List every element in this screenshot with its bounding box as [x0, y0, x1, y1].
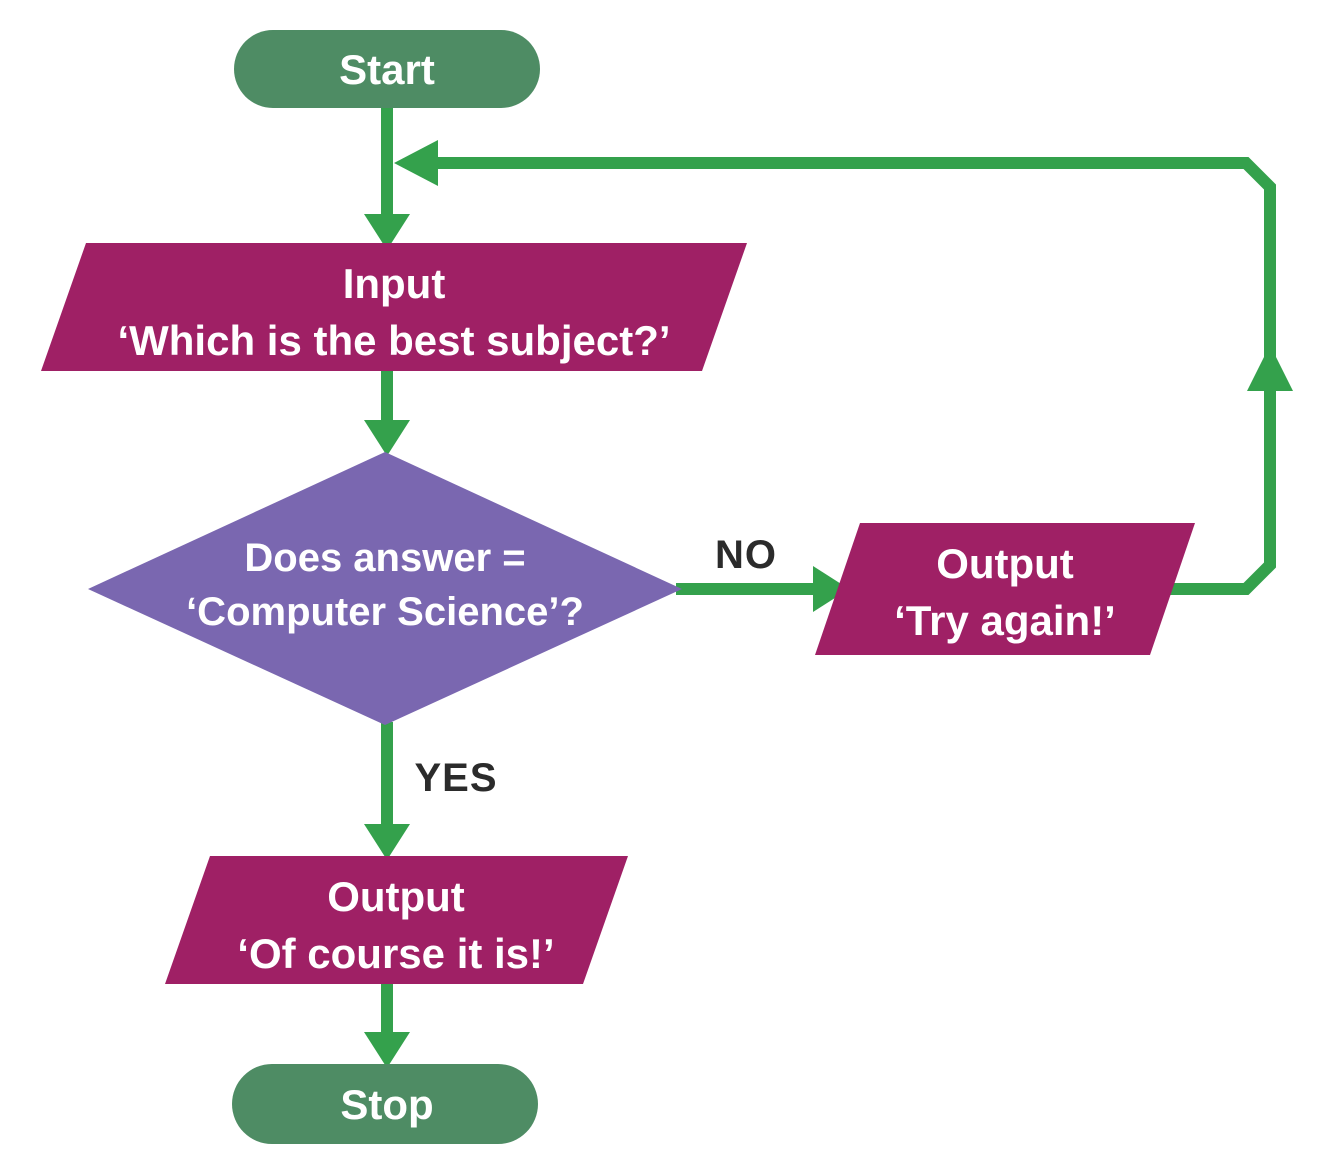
node-output-try-again: Output ‘Try again!’	[815, 523, 1195, 655]
arrowhead-into-decision	[364, 420, 410, 456]
decision-label-line1: Does answer =	[244, 536, 525, 580]
input-parallelogram-shape	[41, 243, 747, 371]
arrowhead-into-try-again	[813, 566, 849, 612]
node-output-of-course: Output ‘Of course it is!’	[165, 856, 628, 984]
decision-label-line2: ‘Computer Science’?	[186, 590, 584, 634]
arrowhead-into-stop	[364, 1032, 410, 1068]
try-again-label-line1: Output	[936, 540, 1074, 587]
stop-label: Stop	[340, 1081, 433, 1128]
try-again-parallelogram-shape	[815, 523, 1195, 655]
node-input-question: Input ‘Which is the best subject?’	[41, 243, 747, 371]
loop-merge-arrowhead	[394, 140, 438, 186]
input-label-line2: ‘Which is the best subject?’	[117, 317, 670, 364]
of-course-label-line2: ‘Of course it is!’	[237, 930, 554, 977]
try-again-label-line2: ‘Try again!’	[894, 597, 1116, 644]
of-course-parallelogram-shape	[165, 856, 628, 984]
connectors	[364, 106, 1293, 1068]
arrowhead-into-input	[364, 214, 410, 250]
of-course-label-line1: Output	[327, 873, 465, 920]
start-label: Start	[339, 46, 435, 93]
node-stop: Stop	[232, 1064, 538, 1144]
decision-diamond-shape	[88, 452, 682, 725]
start-terminator-shape	[234, 30, 540, 108]
no-label: NO	[715, 533, 777, 577]
arrowhead-into-of-course	[364, 824, 410, 860]
loop-up-arrowhead	[1247, 345, 1293, 391]
node-start: Start	[234, 30, 540, 108]
stop-terminator-shape	[232, 1064, 538, 1144]
yes-label: YES	[414, 756, 497, 800]
node-decision: Does answer = ‘Computer Science’?	[88, 452, 682, 725]
input-label-line1: Input	[343, 260, 446, 307]
